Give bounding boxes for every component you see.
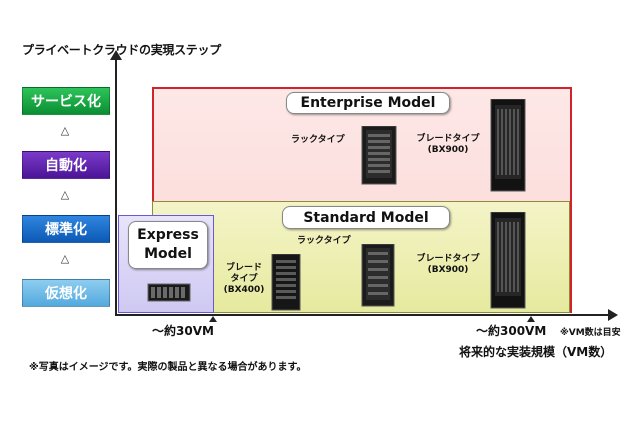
- standard-rack-label: ラックタイプ: [297, 236, 351, 246]
- tick-300vm-label: ～約300VM: [476, 324, 547, 338]
- tick-30vm-label: ～約30VM: [152, 324, 214, 338]
- x-axis-title: 将来的な実装規模（VM数）: [459, 345, 613, 359]
- step-service: サービス化: [22, 87, 110, 115]
- standard-blade-server-icon: [490, 212, 526, 309]
- enterprise-model-label: Enterprise Model: [286, 92, 450, 114]
- standard-bx400-label: ブレード タイプ (BX400): [220, 263, 268, 296]
- y-axis-arrow-icon: [110, 50, 122, 60]
- x-axis-arrow-icon: [608, 309, 618, 321]
- enterprise-blade-label: ブレードタイプ (BX900): [406, 134, 490, 156]
- enterprise-rack-server-icon: [361, 126, 397, 185]
- y-axis: [115, 58, 117, 316]
- standard-bx400-server-icon: [271, 254, 301, 311]
- standard-rack-server-icon: [361, 244, 395, 307]
- standard-blade-label-line1: ブレードタイプ: [416, 254, 480, 264]
- enterprise-blade-server-icon: [490, 99, 526, 192]
- step-virtualization: 仮想化: [22, 279, 110, 307]
- step-standardization: 標準化: [22, 215, 110, 243]
- standard-blade-label: ブレードタイプ (BX900): [406, 254, 490, 276]
- x-axis: [115, 314, 610, 316]
- express-server-icon: [147, 283, 191, 302]
- express-model-label: Express Model: [128, 221, 208, 269]
- express-model-label-line2: Model: [144, 246, 192, 262]
- standard-blade-label-line2: (BX900): [427, 265, 469, 275]
- tick-300vm-icon: [527, 316, 535, 322]
- enterprise-blade-label-line1: ブレードタイプ: [416, 134, 480, 144]
- footnote: ※写真はイメージです。実際の製品と異なる場合があります。: [29, 362, 307, 373]
- step-arrow-3: △: [60, 252, 70, 265]
- step-arrow-1: △: [60, 124, 70, 137]
- enterprise-blade-label-line2: (BX900): [427, 145, 469, 155]
- step-arrow-2: △: [60, 188, 70, 201]
- standard-bx400-label-line1: ブレード: [225, 263, 262, 273]
- standard-bx400-label-line2: タイプ: [230, 274, 258, 284]
- standard-bx400-label-line3: (BX400): [223, 285, 265, 295]
- tick-30vm-icon: [209, 316, 217, 322]
- express-model-label-line1: Express: [137, 227, 199, 243]
- enterprise-rack-label: ラックタイプ: [291, 135, 345, 145]
- step-automation: 自動化: [22, 151, 110, 179]
- standard-model-label: Standard Model: [282, 206, 450, 229]
- vm-note: ※VM数は目安: [560, 328, 621, 338]
